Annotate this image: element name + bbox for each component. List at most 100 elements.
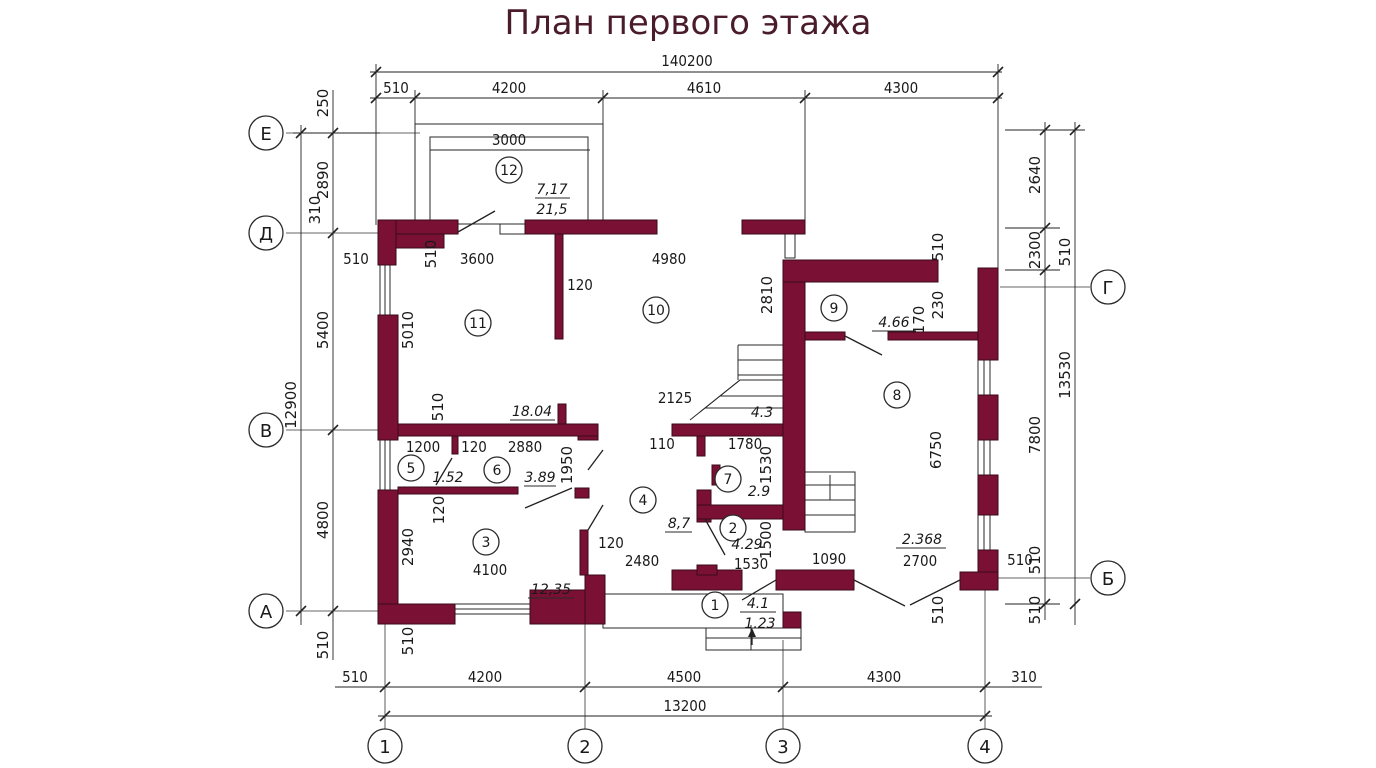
area-8-top: 2.368 (902, 532, 942, 548)
dim-in-6750: 6750 (927, 431, 945, 469)
area-8-bottom: 2700 (903, 552, 937, 570)
dim-in-2940: 2940 (399, 528, 417, 566)
axis-marker-1 (367, 728, 403, 764)
dim-in-170: 170 (910, 306, 928, 335)
dim-in-510-b: 510 (1007, 551, 1033, 569)
area-4: 8,7 (668, 516, 690, 532)
area-12-top: 7,17 (536, 182, 567, 198)
dim-bot-4200: 4200 (468, 668, 502, 686)
dim-in-120b: 120 (461, 438, 487, 456)
axis-label-g: Г (1103, 278, 1114, 299)
room-number-2: 2 (729, 521, 738, 537)
axis-label-v: В (260, 421, 272, 442)
dim-left-4800: 4800 (314, 501, 332, 539)
dim-left-2890: 2890 (314, 161, 332, 199)
axis-label-d: Д (259, 224, 273, 245)
room-number-11: 11 (469, 316, 487, 332)
dimension-text-bottom: 510 4200 4500 4300 310 13200 (342, 668, 1037, 715)
dimension-text-right: 2640 2300 510 13530 7800 510 510 (1026, 156, 1074, 624)
dim-top-4610: 4610 (687, 79, 721, 97)
area-5: 1.52 (432, 470, 463, 486)
dim-in-4100: 4100 (473, 561, 507, 579)
dim-in-5010: 5010 (399, 311, 417, 349)
dimension-text-left: 250 2890 310 12900 5400 4800 510 (282, 89, 332, 660)
dim-bot-total: 13200 (664, 697, 707, 715)
axis-marker-2 (567, 728, 603, 764)
axis-label-2: 2 (579, 737, 590, 758)
dim-in-510-v: 510 (422, 240, 440, 269)
dim-porch-3000: 3000 (492, 131, 526, 149)
room-numbers: 12 10 11 9 8 5 6 7 4 2 3 1 (397, 156, 911, 619)
door-swings (435, 210, 961, 645)
axis-marker-g (1090, 269, 1126, 305)
axis-marker-a (248, 593, 284, 629)
room-number-6: 6 (493, 463, 502, 479)
dim-in-1090: 1090 (812, 550, 846, 568)
dim-in-110: 110 (649, 435, 675, 453)
axis-label-b: Б (1102, 569, 1114, 590)
axis-marker-b (1090, 560, 1126, 596)
area-11: 18.04 (512, 404, 552, 420)
dim-in-1200: 1200 (406, 438, 440, 456)
dim-bot-510: 510 (342, 668, 368, 686)
axis-marker-d (248, 215, 284, 251)
room-number-4: 4 (639, 493, 648, 509)
area-1-bottom: 1.23 (744, 616, 775, 632)
dim-left-250: 250 (314, 89, 332, 118)
dim-in-2880: 2880 (508, 438, 542, 456)
axis-marker-3 (765, 728, 801, 764)
room-number-5: 5 (407, 461, 416, 477)
dim-right-7800: 7800 (1026, 416, 1044, 454)
axis-label-e: Е (260, 124, 271, 145)
room-number-8: 8 (893, 388, 902, 404)
dim-bot-310: 310 (1011, 668, 1037, 686)
axis-label-a: А (260, 602, 273, 623)
dim-in-120a: 120 (567, 276, 593, 294)
dim-top-4300: 4300 (884, 79, 918, 97)
dim-in-510-left: 510 (343, 250, 369, 268)
area-3: 12,35 (531, 582, 571, 598)
walls (377, 219, 999, 629)
dim-in-510-g: 510 (929, 233, 947, 262)
dim-top-4200: 4200 (492, 79, 526, 97)
axis-markers: Е Д Г В Б А 1 2 3 4 (248, 115, 1126, 764)
axis-label-3: 3 (777, 737, 788, 758)
dim-in-4980: 4980 (652, 250, 686, 268)
dimension-lines (293, 64, 1085, 722)
dim-left-5400: 5400 (314, 311, 332, 349)
axis-marker-v (248, 412, 284, 448)
dim-left-310: 310 (306, 196, 324, 225)
axis-marker-e (248, 115, 284, 151)
dim-in-3600: 3600 (460, 250, 494, 268)
dim-top-total: 140200 (661, 52, 713, 70)
dim-in-230: 230 (929, 291, 947, 320)
plan-title: План первого этажа (505, 3, 872, 43)
dim-right-13530: 13530 (1056, 351, 1074, 399)
dim-right-2300: 2300 (1026, 231, 1044, 269)
dim-in-510-mid: 510 (429, 393, 447, 422)
area-1-top: 4.1 (747, 596, 769, 612)
dim-left-510: 510 (314, 631, 332, 660)
area-7: 2.9 (748, 484, 770, 500)
dim-in-120d: 120 (598, 534, 624, 552)
dim-in-510-b2: 510 (929, 596, 947, 625)
area-2: 4.29 (731, 537, 762, 553)
dim-right-510b: 510 (1026, 546, 1044, 575)
dim-in-1780: 1780 (728, 435, 762, 453)
dim-in-1530v: 1530 (757, 446, 775, 484)
dim-in-1950: 1950 (558, 446, 576, 484)
area-12-bottom: 21,5 (536, 202, 567, 218)
dimension-text-top: 140200 510 4200 4610 4300 3000 (383, 52, 918, 149)
dim-right-2640: 2640 (1026, 156, 1044, 194)
dim-right-510a: 510 (1056, 238, 1074, 267)
room-number-1: 1 (711, 598, 720, 614)
area-stair: 4.3 (751, 405, 773, 421)
room-number-3: 3 (482, 535, 491, 551)
area-6: 3.89 (524, 470, 555, 486)
dim-in-510-bot: 510 (399, 627, 417, 656)
dim-in-2810: 2810 (758, 276, 776, 314)
dim-in-120c: 120 (430, 496, 448, 525)
room-number-7: 7 (724, 472, 733, 488)
dimension-text-interior: 510 510 3600 4980 120 5010 2810 510 170 … (343, 233, 1033, 656)
